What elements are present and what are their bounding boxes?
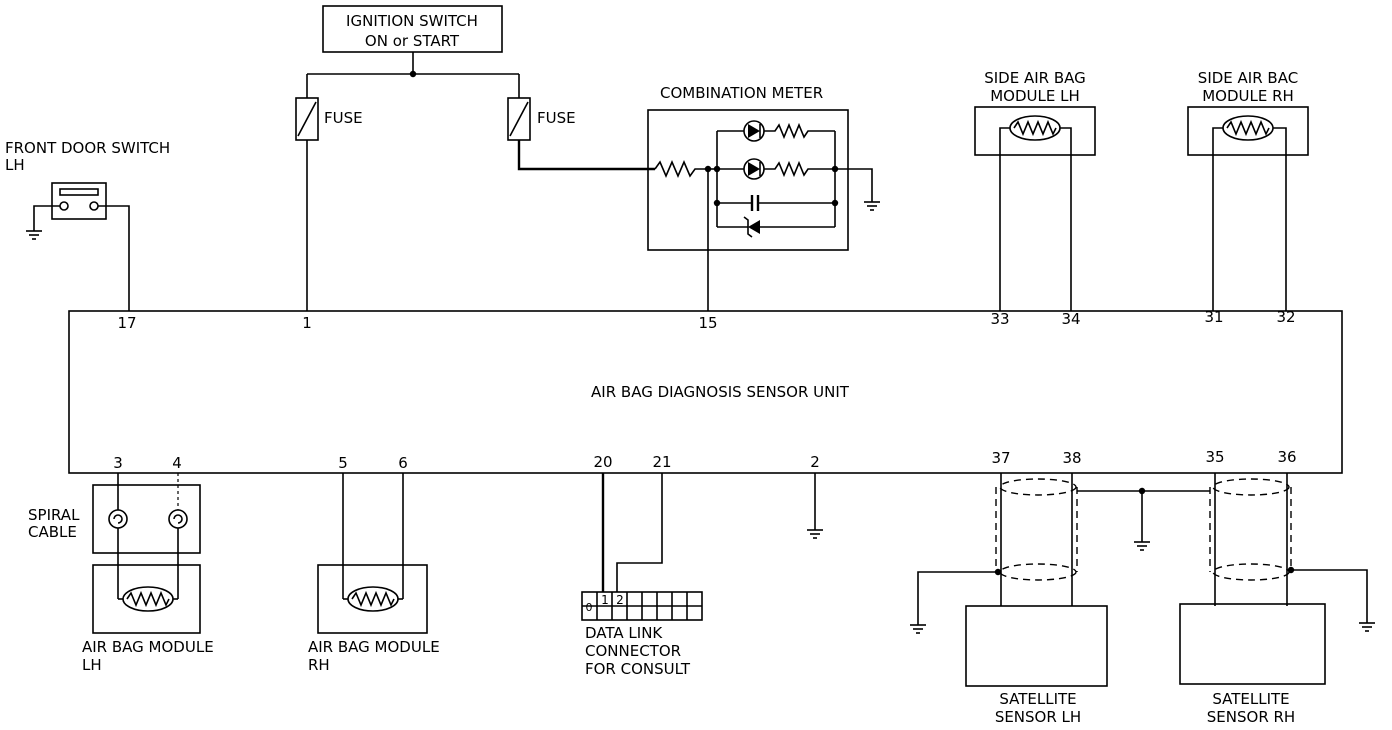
terminal-36: 36 <box>1277 448 1296 466</box>
side-air-bag-module-lh: SIDE AIR BAG MODULE LH <box>974 69 1096 311</box>
terminal-2: 2 <box>810 453 820 471</box>
ignition-switch-label-1: IGNITION SWITCH <box>346 12 478 30</box>
satellite-sensor-rh-label-1: SATELLITE <box>1212 690 1289 708</box>
terminal-33: 33 <box>990 310 1009 328</box>
front-door-switch-label-1: FRONT DOOR SWITCH <box>5 139 170 157</box>
side-air-bag-rh-label-1: SIDE AIR BAC <box>1198 69 1298 87</box>
ignition-switch-label-2: ON or START <box>365 32 460 50</box>
side-air-bag-module-rh: SIDE AIR BAC MODULE RH <box>1187 69 1309 311</box>
spiral-cable-label-1: SPIRAL <box>28 506 80 524</box>
terminal-3: 3 <box>113 454 123 472</box>
dlc-label-2: CONNECTOR <box>585 642 681 660</box>
terminal-17: 17 <box>117 314 136 332</box>
satellite-sensor-lh-label-2: SENSOR LH <box>995 708 1081 726</box>
unit-ground <box>806 473 824 539</box>
air-bag-module-rh: AIR BAG MODULE RH <box>308 473 440 674</box>
dlc-label-3: FOR CONSULT <box>585 660 691 678</box>
satellite-sensor-lh: SATELLITE SENSOR LH <box>909 473 1108 726</box>
terminal-4: 4 <box>172 454 182 472</box>
terminal-6: 6 <box>398 454 408 472</box>
terminal-15: 15 <box>698 314 717 332</box>
front-door-switch: FRONT DOOR SWITCH LH <box>5 139 170 311</box>
dlc-pin-0: 0 <box>586 601 593 614</box>
air-bag-module-rh-label-2: RH <box>308 656 330 674</box>
terminal-5: 5 <box>338 454 348 472</box>
shield-bridge <box>1077 487 1210 551</box>
fuse-right: FUSE <box>507 97 655 171</box>
ignition-switch: IGNITION SWITCH ON or START <box>322 5 503 53</box>
fuse-right-label: FUSE <box>537 109 576 127</box>
dlc-label-1: DATA LINK <box>585 624 663 642</box>
air-bag-diagnosis-sensor-unit: AIR BAG DIAGNOSIS SENSOR UNIT 17 1 15 33… <box>68 308 1343 474</box>
terminal-31: 31 <box>1204 308 1223 326</box>
terminal-35: 35 <box>1205 448 1224 466</box>
air-bag-module-lh-label-1: AIR BAG MODULE <box>82 638 214 656</box>
spiral-cable: SPIRAL CABLE <box>28 473 201 599</box>
combination-meter-label: COMBINATION METER <box>660 84 823 102</box>
combination-meter: COMBINATION METER <box>647 84 881 311</box>
terminal-1: 1 <box>302 314 312 332</box>
unit-label: AIR BAG DIAGNOSIS SENSOR UNIT <box>591 383 850 401</box>
terminal-37: 37 <box>991 449 1010 467</box>
power-bus <box>306 52 520 98</box>
front-door-switch-label-2: LH <box>5 156 25 174</box>
spiral-cable-label-2: CABLE <box>28 523 77 541</box>
satellite-sensor-rh-label-2: SENSOR RH <box>1207 708 1295 726</box>
side-air-bag-rh-label-2: MODULE RH <box>1202 87 1294 105</box>
air-bag-module-rh-label-1: AIR BAG MODULE <box>308 638 440 656</box>
terminal-21: 21 <box>652 453 671 471</box>
fuse-left: FUSE <box>295 97 363 311</box>
data-link-connector: 0 1 2 DATA LINK CONNECTOR FOR CONSULT <box>581 473 703 678</box>
terminal-32: 32 <box>1276 308 1295 326</box>
side-air-bag-lh-label-2: MODULE LH <box>990 87 1080 105</box>
terminal-20: 20 <box>593 453 612 471</box>
side-air-bag-lh-label-1: SIDE AIR BAG <box>984 69 1086 87</box>
satellite-sensor-rh: SATELLITE SENSOR RH <box>1179 473 1376 726</box>
satellite-sensor-lh-label-1: SATELLITE <box>999 690 1076 708</box>
dlc-pin-2: 2 <box>616 593 624 607</box>
air-bag-module-lh-label-2: LH <box>82 656 102 674</box>
terminal-38: 38 <box>1062 449 1081 467</box>
air-bag-module-lh: AIR BAG MODULE LH <box>82 564 214 674</box>
dlc-pin-1: 1 <box>601 593 609 607</box>
terminal-34: 34 <box>1061 310 1080 328</box>
fuse-left-label: FUSE <box>324 109 363 127</box>
